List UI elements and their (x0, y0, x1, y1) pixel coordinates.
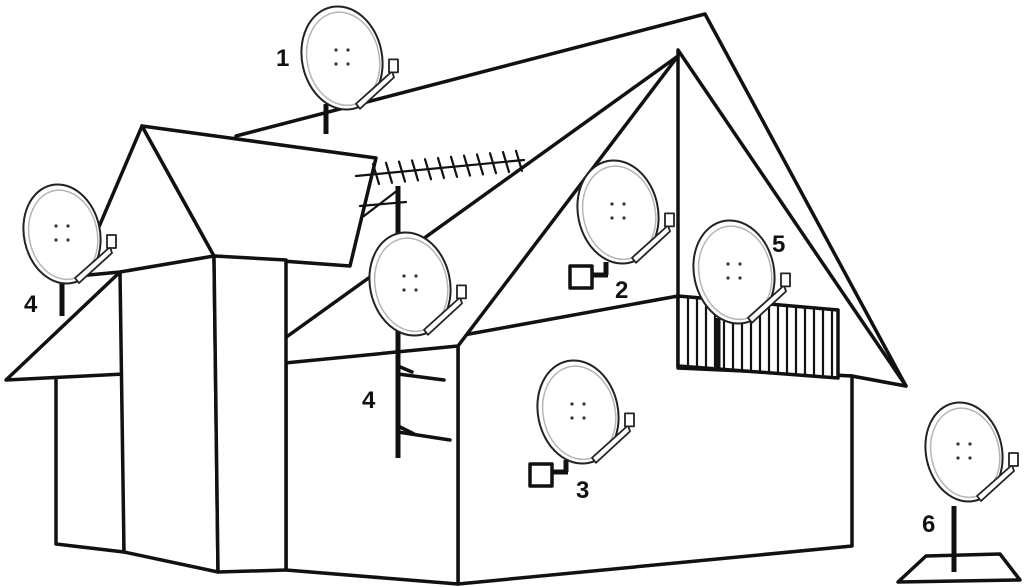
dish-roof (300, 5, 399, 111)
label-1: 1 (276, 45, 289, 72)
left-wing-wall (54, 368, 126, 554)
dish-left-eave (22, 183, 117, 285)
chimney-front-wall (212, 254, 288, 574)
left-wing-roof (4, 270, 126, 382)
dish-mast (368, 231, 467, 337)
label-4-mast: 4 (362, 387, 376, 414)
wall-bracket-lower (528, 460, 569, 488)
ground-base-plate (896, 552, 1022, 584)
dormer-roof (140, 124, 378, 268)
dish-wall-lower (536, 359, 635, 465)
wall-bracket-upper (568, 262, 609, 290)
label-5: 5 (772, 231, 785, 258)
dish-balcony (692, 219, 791, 325)
dish-wall-upper (576, 159, 675, 265)
front-wall (284, 334, 460, 586)
dish-ground (924, 401, 1019, 503)
label-6: 6 (922, 511, 935, 538)
label-3: 3 (576, 477, 589, 504)
label-4-eave: 4 (24, 291, 38, 318)
label-2: 2 (615, 277, 628, 304)
